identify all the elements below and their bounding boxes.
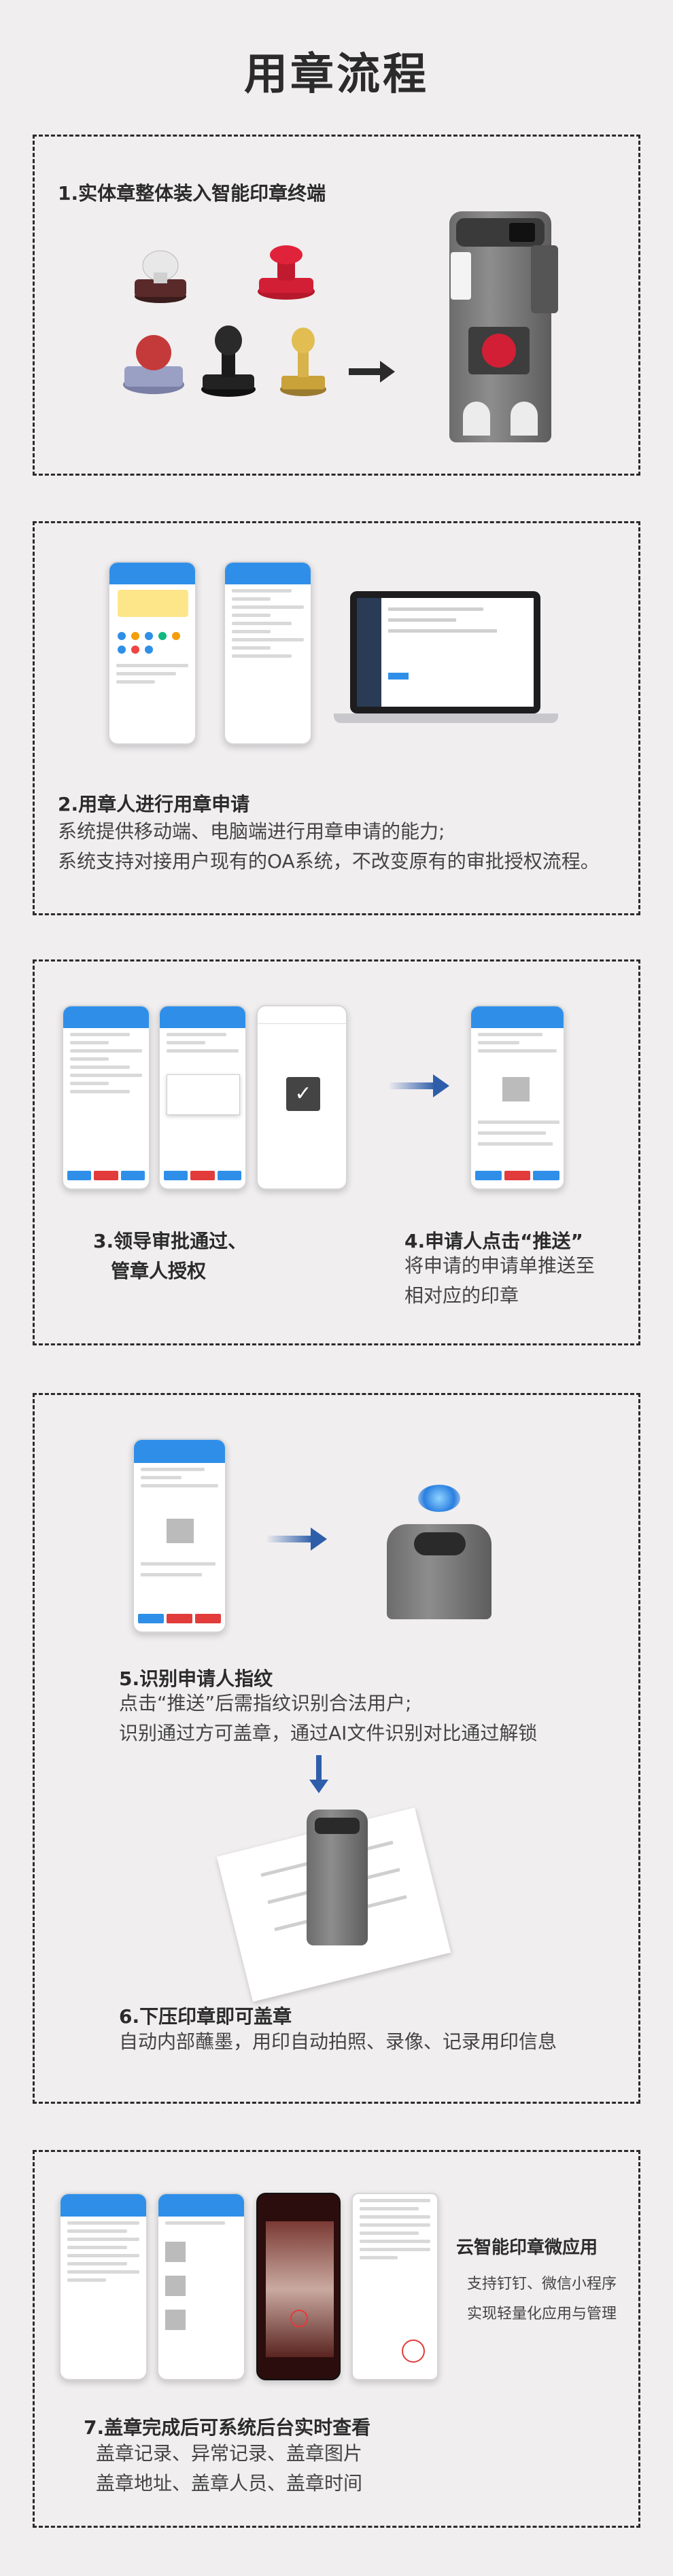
approval-success-screen: ✓ (256, 1005, 347, 1190)
fingerprint-icon (418, 1485, 460, 1512)
side-title: 云智能印章微应用 (456, 2238, 598, 2258)
step-7-desc-line-1: 盖章记录、异常记录、盖章图片 (96, 2442, 363, 2465)
arrow-down-icon (316, 1755, 322, 1782)
page-title: 用章流程 (244, 50, 429, 100)
approval-screen-2 (158, 1005, 247, 1190)
arrow-right-icon-2 (388, 1074, 449, 1097)
step-4-desc-line-1: 将申请的申请单推送至 (404, 1254, 596, 1277)
section-step-7: 云智能印章微应用 支持钉钉、微信小程序 实现轻量化应用与管理 7.盖章完成后可系… (33, 2150, 640, 2528)
step-1-title: 1.实体章整体装入智能印章终端 (58, 182, 326, 205)
step-3-title-line-1: 3.领导审批通过、 (93, 1230, 247, 1252)
check-icon: ✓ (286, 1077, 320, 1111)
step-5-title: 5.识别申请人指纹 (119, 1668, 273, 1690)
side-desc-line-1: 支持钉钉、微信小程序 (467, 2276, 617, 2293)
records-list-screen (59, 2193, 148, 2380)
arrow-right-icon-3 (266, 1528, 327, 1551)
push-screen (470, 1005, 565, 1190)
laptop-screenshot (334, 591, 558, 741)
section-step-1: 1.实体章整体装入智能印章终端 (33, 135, 640, 476)
step-3-title-line-2: 管章人授权 (111, 1260, 207, 1282)
section-step-3-4: ✓ 3.领导审批通过、 管章人授权 4.申请人点击“推送” 将申请的申请单推送至… (33, 959, 640, 1345)
stamping-document-image (211, 1803, 456, 2007)
fingerprint-device-image (373, 1485, 509, 1621)
mobile-app-screenshot (108, 561, 196, 745)
physical-seals-image (109, 245, 361, 415)
step-4-desc-line-2: 相对应的印章 (404, 1284, 519, 1307)
step-5-desc-line-2: 识别通过方可盖章，通过AI文件识别对比通过解锁 (119, 1722, 538, 1744)
section-step-2: 2.用章人进行用章申请 系统提供移动端、电脑端进行用章申请的能力; 系统支持对接… (33, 521, 640, 915)
step-2-desc-line-2: 系统支持对接用户现有的OA系统，不改变原有的审批授权流程。 (58, 850, 600, 872)
smart-seal-terminal-image (436, 205, 572, 456)
step-2-desc-line-1: 系统提供移动端、电脑端进行用章申请的能力; (58, 820, 445, 843)
mobile-form-screenshot (224, 561, 312, 745)
side-desc-line-2: 实现轻量化应用与管理 (467, 2306, 617, 2323)
approval-screen-1 (62, 1005, 150, 1190)
step-6-desc: 自动内部蘸墨，用印自动拍照、录像、记录用印信息 (119, 2030, 557, 2053)
step-6-title: 6.下压印章即可盖章 (119, 2005, 292, 2028)
step-7-desc-line-2: 盖章地址、盖章人员、盖章时间 (96, 2472, 363, 2494)
section-step-5-6: 5.识别申请人指纹 点击“推送”后需指纹识别合法用户; 识别通过方可盖章，通过A… (33, 1393, 640, 2104)
step-4-title: 4.申请人点击“推送” (404, 1230, 583, 1252)
contract-document-image (351, 2193, 438, 2380)
arrow-right-icon (349, 361, 395, 383)
push-confirm-screen (133, 1439, 226, 1633)
stamp-photo-screen (256, 2193, 341, 2380)
step-5-desc-line-1: 点击“推送”后需指纹识别合法用户; (119, 1692, 412, 1714)
records-detail-screen (157, 2193, 245, 2380)
step-2-title: 2.用章人进行用章申请 (58, 793, 250, 815)
step-7-title: 7.盖章完成后可系统后台实时查看 (84, 2416, 371, 2439)
